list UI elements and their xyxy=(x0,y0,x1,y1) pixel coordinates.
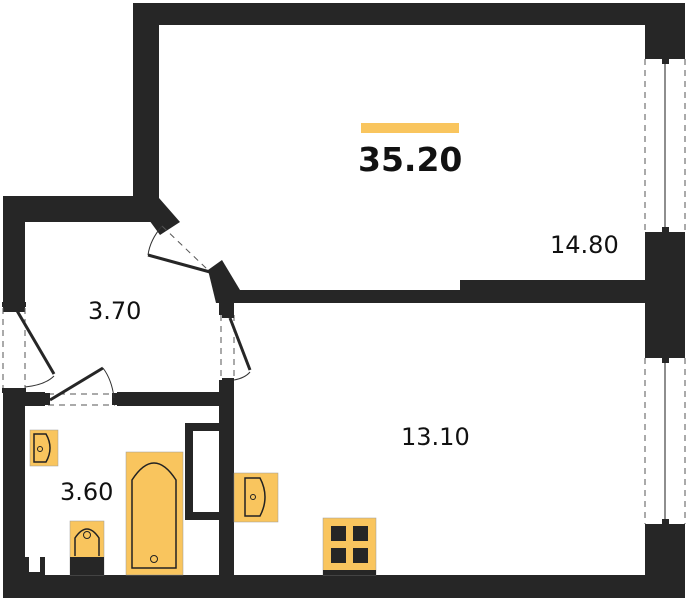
kitchen-area-label: 13.10 xyxy=(401,423,470,451)
bathroom-area-label: 3.60 xyxy=(60,478,114,506)
room-door xyxy=(147,225,211,274)
total-area: 35.20 xyxy=(358,140,463,179)
hallway-area-label: 3.70 xyxy=(88,297,142,325)
total-area-accent-bar xyxy=(361,123,459,133)
entrance-door xyxy=(2,302,56,393)
window-lower xyxy=(644,354,686,528)
stove xyxy=(322,517,377,576)
bathroom-door xyxy=(45,366,117,406)
walls xyxy=(3,3,685,598)
bathtub xyxy=(125,451,184,576)
toilet xyxy=(69,520,105,576)
kitchen-door xyxy=(219,313,252,383)
bathroom-sink xyxy=(29,429,59,467)
room-area-label: 14.80 xyxy=(550,231,619,259)
kitchen-sink xyxy=(233,472,279,523)
window-upper xyxy=(644,55,686,236)
